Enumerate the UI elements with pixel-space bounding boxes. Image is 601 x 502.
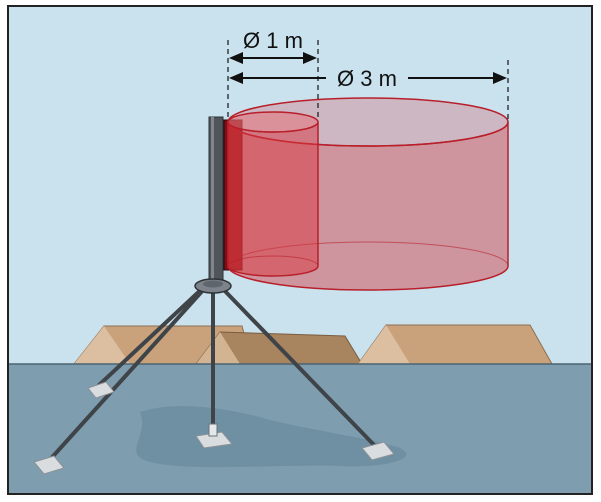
tripod-legs [44,284,377,466]
outer-diameter-label: Ø 3 m [337,66,397,91]
inner-measurement-volume [227,111,319,277]
inner-cylinder-bottom-back-edge [227,255,319,267]
foot-plates [33,381,395,475]
mast [194,116,232,294]
foot-plate-far-left [87,381,115,399]
outer-arrowhead-left [229,72,243,84]
sand-bank-left-shade [74,326,130,364]
inner-arrowhead-left [229,52,243,64]
outer-arrowhead-right [493,72,507,84]
inner-cylinder-top [227,111,319,133]
front-leg-foot-collar [208,423,218,437]
inner-arrowhead-right [303,52,317,64]
foot-plate-right [361,441,395,461]
dimension-guides [227,40,509,120]
tripod-hub-top [203,280,223,288]
inner-diameter-label: Ø 1 m [243,28,303,53]
outer-diameter-dimension: Ø 3 m [229,66,507,91]
sand-bank-right-shade [358,325,410,364]
sand-bank-middle-shade [196,332,240,364]
inner-diameter-dimension: Ø 1 m [229,28,317,64]
mast-highlight [211,117,214,287]
inner-cylinder-body [227,121,319,277]
tripod-leg-right [220,286,377,448]
tripod-leg-far-left [96,284,207,388]
tripod-leg-front-left [44,286,207,466]
water-shadow [136,406,407,468]
foot-plate-front-left [33,455,65,475]
